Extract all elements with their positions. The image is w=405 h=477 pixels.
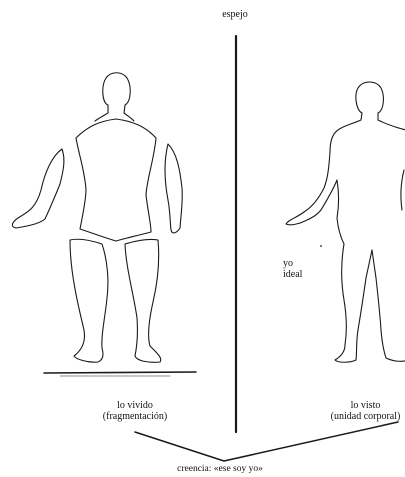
- fragment-left-leg: [70, 239, 108, 362]
- mirror-label: espejo: [0, 9, 405, 20]
- lived-label-line2: (fragmentación): [90, 411, 180, 422]
- ground-line: [44, 372, 196, 373]
- belief-label: creencia: «ese soy yo»: [160, 464, 280, 475]
- seen-label: lo visto (unidad corporal): [318, 400, 405, 422]
- fragment-left-arm: [12, 149, 64, 228]
- fragment-right-arm: [165, 144, 182, 233]
- lived-label: lo vivido (fragmentación): [90, 400, 180, 422]
- fragment-torso: [76, 119, 156, 241]
- lived-label-line1: lo vivido: [90, 400, 180, 411]
- seen-label-line1: lo visto: [318, 400, 405, 411]
- seen-label-line2: (unidad corporal): [318, 411, 405, 422]
- ideal-self-label: yo ideal: [283, 258, 302, 280]
- ideal-label-line1: yo: [283, 258, 302, 269]
- ideal-label-line2: ideal: [283, 269, 302, 280]
- fragmented-body-figure: [12, 73, 196, 376]
- unified-body-figure: [286, 82, 405, 362]
- fragment-right-leg: [125, 239, 161, 362]
- belief-v-arrow: [135, 422, 398, 461]
